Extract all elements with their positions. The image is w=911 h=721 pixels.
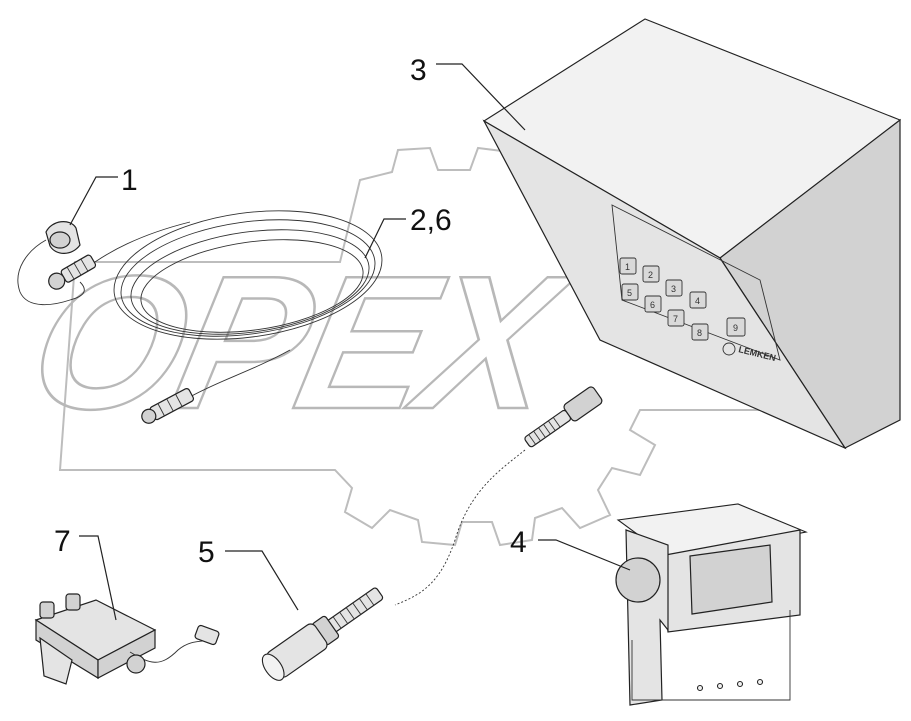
brand-emblem-icon [722, 342, 736, 356]
callout-4: 4 [510, 526, 527, 559]
bracket-screw-4 [756, 678, 764, 686]
leader-lines [69, 63, 631, 621]
key-3-label: 3 [671, 284, 676, 294]
camera-cable-part-5 [261, 386, 603, 681]
terminal-keypad: 1 2 3 4 5 6 7 8 9 [619, 257, 746, 341]
splitter-port-1 [39, 601, 55, 619]
bracket-screw-1 [696, 684, 704, 692]
callout-7: 7 [54, 525, 71, 558]
camera-cable-wire [394, 449, 526, 606]
cable-lead-top [94, 221, 191, 263]
cap-rim [49, 231, 71, 249]
callout-3: 3 [410, 54, 427, 87]
camera-lens-window [689, 544, 773, 615]
cable-end-connector-top [48, 254, 97, 290]
splitter-part-7 [34, 593, 220, 685]
terminal-front-face [482, 119, 847, 450]
splitter-lead-plug [194, 624, 220, 646]
key-7-label: 7 [673, 314, 678, 324]
key-3 [665, 279, 683, 297]
camera-u-bracket [631, 610, 791, 701]
splitter-port-2 [65, 593, 81, 611]
cable-end-connector-bottom [141, 388, 195, 424]
key-9 [726, 317, 746, 337]
key-6-label: 6 [650, 300, 655, 310]
key-4 [689, 291, 707, 309]
opex-watermark: OPEX [13, 146, 792, 547]
cable-strain-relief-top [524, 386, 603, 448]
cable-loop-2 [120, 219, 376, 337]
terminal-part-3: 1 2 3 4 5 6 7 8 9 LEMKEN [482, 18, 902, 450]
terminal-screen-bezel [611, 204, 781, 361]
splitter-body-front [97, 629, 156, 679]
key-5-label: 5 [627, 288, 632, 298]
leader-line-5 [225, 550, 299, 611]
bracket-knob [615, 557, 661, 603]
key-5 [621, 283, 639, 301]
key-2 [642, 265, 660, 283]
cable-loop-inner [140, 239, 364, 333]
callout-5: 5 [198, 536, 215, 569]
cable-loop-outer [113, 210, 383, 340]
protective-cap-part-1 [17, 221, 85, 306]
callout-2-6: 2,6 [410, 204, 452, 237]
watermark-text: OPEX [15, 236, 586, 449]
key-8-label: 8 [697, 328, 702, 338]
callout-1: 1 [121, 164, 138, 197]
key-6 [644, 295, 662, 313]
cable-coil-part-2-6 [48, 210, 383, 424]
camera-plug-connector [261, 587, 384, 681]
key-9-label: 9 [733, 323, 738, 333]
cable-lead-bottom [187, 349, 291, 399]
leader-line-3 [436, 63, 526, 131]
splitter-output-port [126, 654, 146, 674]
key-1-label: 1 [625, 262, 630, 272]
splitter-mount-tab [39, 636, 73, 685]
leader-line-2-6 [364, 218, 406, 259]
cap-tether [17, 239, 85, 306]
camera-part-4 [615, 503, 808, 706]
bracket-screw-3 [736, 680, 744, 688]
key-7 [667, 309, 685, 327]
leader-line-1 [69, 176, 118, 226]
key-1 [619, 257, 637, 275]
callouts: 1 2,6 3 4 5 7 [54, 54, 527, 569]
leader-line-4 [538, 539, 631, 571]
key-2-label: 2 [648, 270, 653, 280]
key-4-label: 4 [695, 296, 700, 306]
cable-loop-3 [130, 229, 370, 335]
key-8 [691, 323, 709, 341]
leader-line-7 [79, 535, 117, 621]
bracket-screw-2 [716, 682, 724, 690]
